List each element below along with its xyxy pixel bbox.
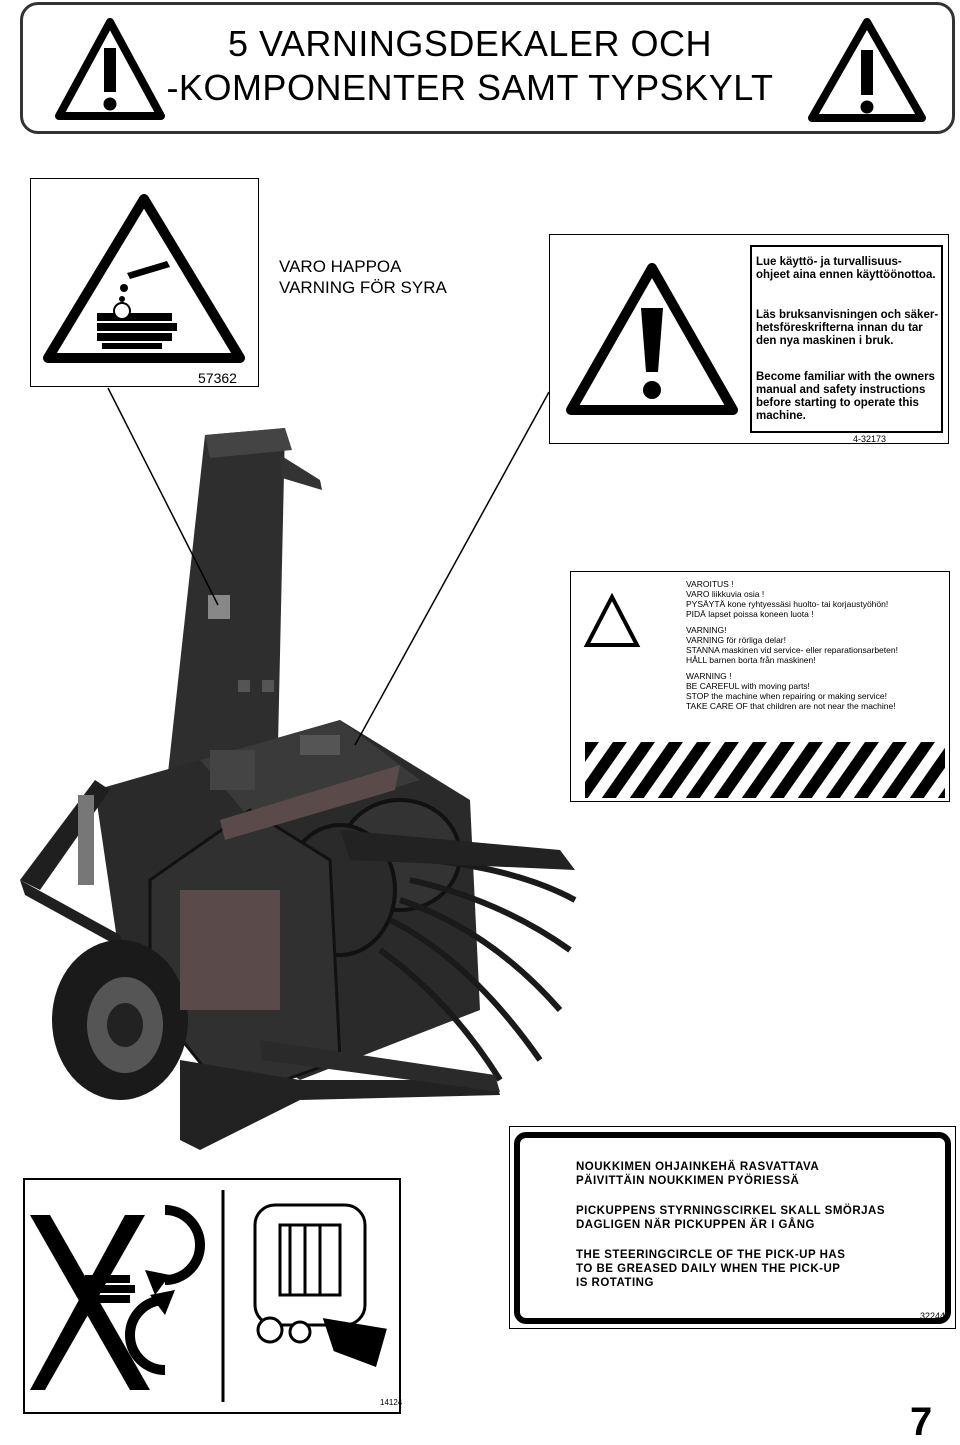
text-line: WARNING !	[686, 671, 732, 681]
decal-number: 4-32173	[853, 434, 887, 444]
text-line: hetsföreskrifterna innan du tar	[756, 322, 923, 334]
text-line: TAKE CARE OF that children are not near …	[686, 701, 896, 711]
text-line: VARNING för rörliga delar!	[686, 635, 786, 645]
grease-pictograms	[30, 1190, 387, 1402]
text-line: VAROITUS !	[686, 579, 734, 589]
warning-triangle-icon	[566, 263, 738, 415]
text-line: TO BE GREASED DAILY WHEN THE PICK-UP	[576, 1263, 841, 1275]
decal-number: 14124	[380, 1398, 403, 1407]
text-line: Lue käyttö- ja turvallisuus-	[756, 256, 902, 268]
text-line: ohjeet aina ennen käyttöönottoa.	[756, 269, 936, 281]
warning-triangle-icon	[808, 18, 926, 122]
manual-decal	[549, 234, 949, 444]
text-line: PYSÄYTÄ kone ryhtyessäsi huolto- tai kor…	[686, 599, 889, 609]
text-line: STOP the machine when repairing or makin…	[686, 691, 887, 701]
text-line: IS ROTATING	[576, 1277, 654, 1289]
decal-number: 57362	[198, 370, 237, 386]
acid-decal	[30, 178, 259, 387]
manual-text-finnish: Lue käyttö- ja turvallisuus- ohjeet aina…	[756, 256, 946, 282]
decal-number: 32244	[920, 1311, 946, 1321]
manual-text-swedish: Läs bruksanvisningen och säker- hetsföre…	[756, 309, 946, 348]
grease-decal	[23, 1178, 401, 1414]
acid-warning-text: VARO HAPPOA VARNING FÖR SYRA	[279, 256, 447, 298]
machine-illustration	[20, 428, 577, 1150]
text-line: STANNA maskinen vid service- eller repar…	[686, 645, 898, 655]
text-line: Läs bruksanvisningen och säker-	[756, 309, 939, 321]
text-line: PIDÄ lapset poissa koneen luota !	[686, 609, 814, 619]
text-line: Become familiar with the owners	[756, 371, 935, 383]
pickup-text-panel	[514, 1132, 951, 1324]
rotation-arrow-icon	[125, 1205, 205, 1375]
page-title: 5 VARNINGSDEKALER OCH -KOMPONENTER SAMT …	[150, 22, 790, 110]
page-number: 7	[910, 1400, 933, 1444]
warning-triangle-icon	[55, 18, 165, 120]
pickup-text: NOUKKIMEN OHJAINKEHÄ RASVATTAVA PÄIVITTÄ…	[576, 1160, 885, 1290]
no-touch-icon	[30, 1215, 150, 1390]
text-line: DAGLIGEN NÄR PICKUPPEN ÄR I GÅNG	[576, 1219, 815, 1231]
text-line: VARO liikkuvia osia !	[686, 589, 765, 599]
header-box	[20, 2, 955, 134]
text-line: NOUKKIMEN OHJAINKEHÄ RASVATTAVA	[576, 1161, 820, 1173]
acid-hazard-icon	[43, 194, 245, 363]
moving-parts-text: VAROITUS ! VARO liikkuvia osia ! PYSÄYTÄ…	[686, 579, 898, 711]
title-line-1: 5 VARNINGSDEKALER OCH	[228, 23, 712, 64]
manual-text-panel	[750, 245, 943, 433]
hazard-stripes	[585, 742, 945, 798]
text-line: PICKUPPENS STYRNINGSCIRKEL SKALL SMÖRJAS	[576, 1205, 886, 1217]
text-line: machine.	[756, 410, 806, 422]
title-line-2: -KOMPONENTER SAMT TYPSKYLT	[166, 67, 774, 108]
text-line: PÄIVITTÄIN NOUKKIMEN PYÖRIESSÄ	[576, 1175, 800, 1187]
text-line: BE CAREFUL with moving parts!	[686, 681, 810, 691]
manual-text-english: Become familiar with the owners manual a…	[756, 371, 946, 423]
acid-line-2: VARNING FÖR SYRA	[279, 278, 447, 297]
acid-line-1: VARO HAPPOA	[279, 257, 402, 276]
text-line: den nya maskinen i bruk.	[756, 335, 894, 347]
text-line: before starting to operate this	[756, 397, 919, 409]
baler-icon	[253, 1203, 387, 1367]
text-line: manual and safety instructions	[756, 384, 926, 396]
text-line: THE STEERINGCIRCLE OF THE PICK-UP HAS	[576, 1249, 846, 1261]
text-line: VARNING!	[686, 625, 727, 635]
text-line: HÅLL barnen borta från maskinen!	[686, 655, 816, 665]
warning-triangle-icon	[583, 593, 641, 647]
pickup-decal	[509, 1126, 956, 1329]
